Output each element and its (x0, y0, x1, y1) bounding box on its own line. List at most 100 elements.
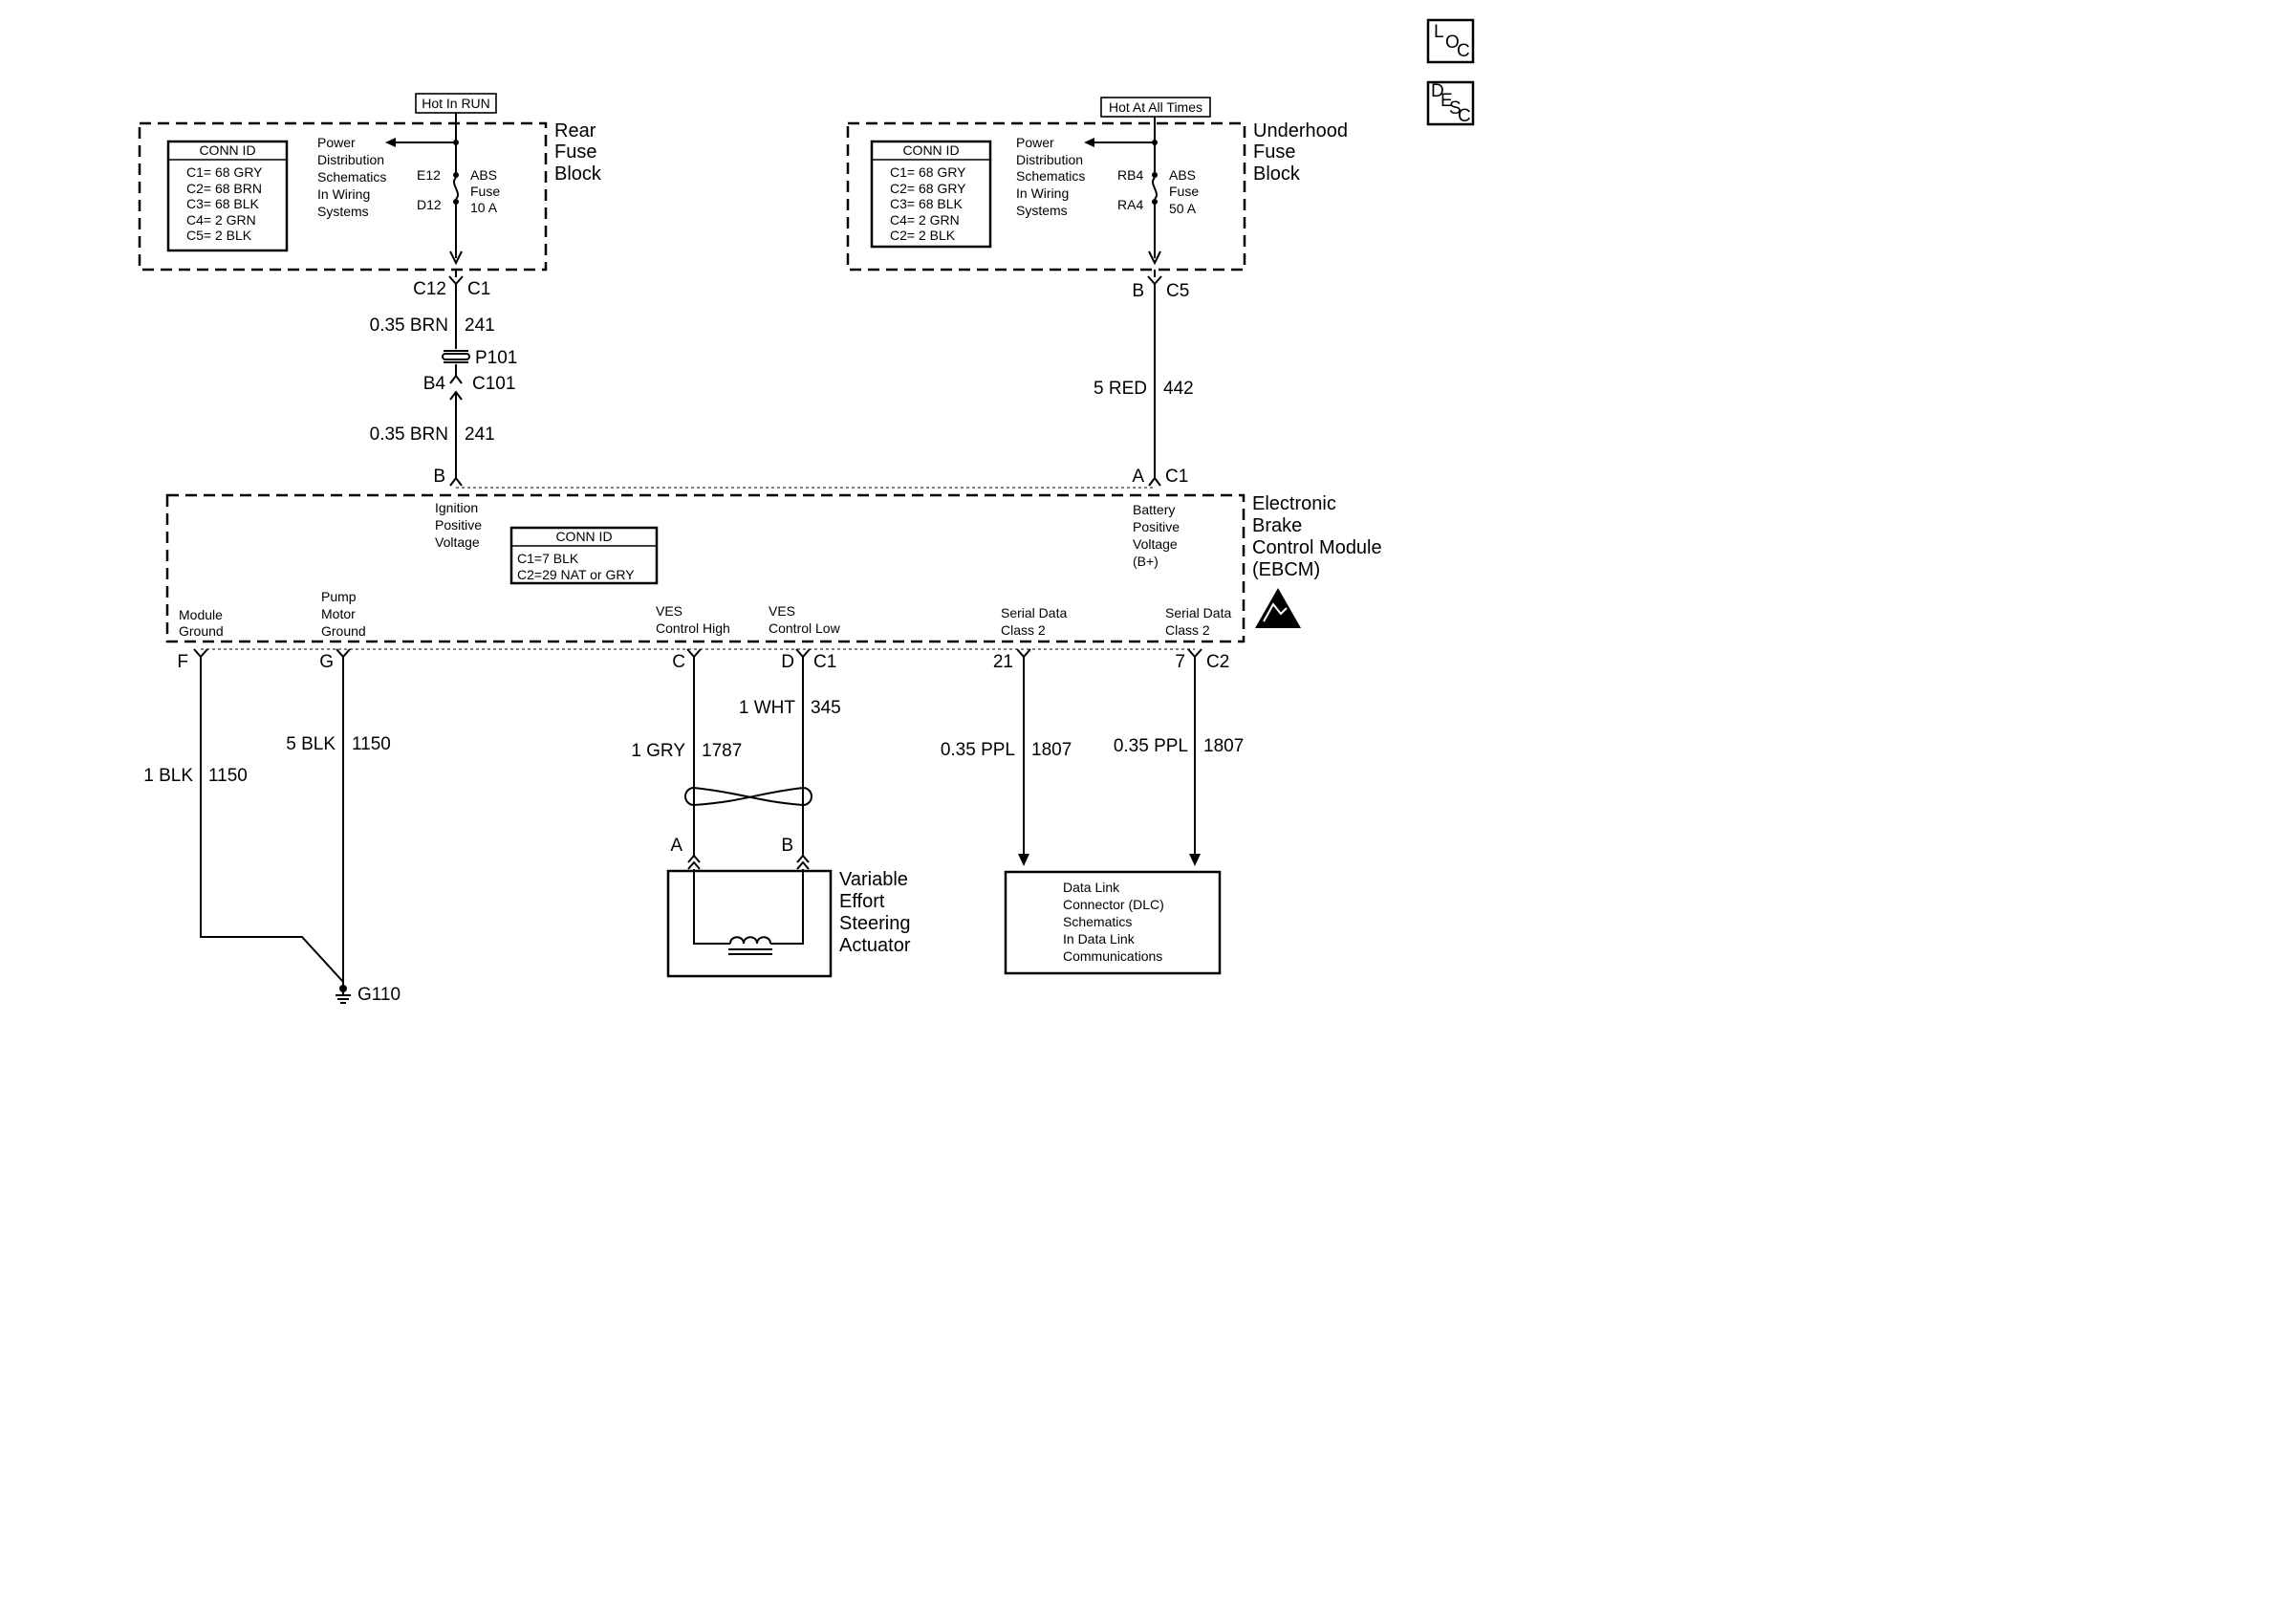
ebcm-ignition-label: Ignition (435, 500, 478, 515)
ebcm-title-1: Electronic (1252, 493, 1336, 514)
circuit-1150-label: 1150 (208, 766, 248, 786)
rear-conn-id-table: CONN ID C1= 68 GRY C2= 68 BRN C3= 68 BLK… (166, 140, 289, 252)
circuit-1807-label: 1807 (1031, 740, 1072, 760)
wire-5-blk-label: 5 BLK (286, 734, 336, 754)
actuator-title: Variable (839, 869, 908, 890)
wire-1-wht-label: 1 WHT (739, 698, 796, 718)
pin-7-label: 7 (1175, 652, 1185, 672)
wire-1-gry-label: 1 GRY (631, 741, 685, 761)
rear-abs-fuse-icon (453, 177, 459, 200)
loc-letter-o: O (1445, 33, 1460, 53)
desc-letter-c: C (1458, 106, 1471, 126)
ebcm-pin-label-pump-ground: Motor (321, 606, 356, 621)
dlc-schematics-link[interactable]: Data Link Connector (DLC) Schematics In … (1004, 870, 1222, 975)
ebcm-pin-label-ves-low: Control Low (769, 620, 841, 636)
ebcm-ignition-label: Positive (435, 517, 482, 533)
circuit-1150-label: 1150 (352, 734, 391, 754)
dlc-text-line: Communications (1063, 948, 1162, 964)
desc-button[interactable]: D E S C (1426, 80, 1475, 126)
batt-conn-left: B (1132, 281, 1144, 301)
ebcm-title-3: Control Module (1252, 537, 1382, 558)
ground-g110-label: G110 (357, 985, 401, 1005)
actuator-title: Steering (839, 913, 911, 934)
ebcm-pin-label-module-ground: Module (179, 607, 223, 622)
connector-c1-terminal-icon (448, 275, 464, 286)
underhood-power-distribution-link[interactable]: Power Distribution Schematics In Wiring … (1016, 135, 1085, 218)
desc-letter-s: S (1449, 98, 1462, 119)
underhood-fuse-label: ABS (1169, 167, 1196, 183)
loc-button[interactable]: L O C (1426, 18, 1475, 64)
pin-d-label: D (781, 652, 794, 672)
batt-wire: 5 RED (1094, 379, 1147, 399)
esd-warning-icon (1255, 588, 1301, 628)
ebcm-title-2: Brake (1252, 515, 1302, 536)
rear-fuse-block: Hot In RUN Rear Fuse Block CONN ID C1= 6… (138, 93, 602, 272)
actuator-title: Effort (839, 891, 885, 912)
rear-conn-id-row: C1= 68 GRY (186, 164, 263, 180)
rear-fuse-block-title-3: Block (554, 163, 602, 185)
desc-letter-e: E (1440, 91, 1453, 111)
wire-0-35-ppl-label: 0.35 PPL (941, 740, 1015, 760)
underhood-power-arrow-icon (1084, 138, 1094, 147)
underhood-power-dist-line: Distribution (1016, 152, 1083, 167)
ebcm-battery-label: Voltage (1133, 536, 1178, 552)
ebcm-pin-label-ves-high: VES (656, 603, 682, 619)
solenoid-coil-icon (728, 936, 772, 955)
ebcm-ignition-label: Voltage (435, 534, 480, 550)
connector-c101-icon (449, 374, 463, 384)
rear-hot-label: Hot In RUN (422, 96, 490, 111)
rear-power-distribution-link[interactable]: Power Distribution Schematics In Wiring … (317, 135, 386, 219)
circuit-ves-control: C D C1 1 WHT 345 1 GRY 1787 A B (631, 648, 841, 870)
variable-effort-steering-actuator: Variable Effort Steering Actuator (666, 869, 911, 978)
rear-conn-id-row: C3= 68 BLK (186, 196, 260, 211)
battery-circuit: B C5 5 RED 442 A C1 (1094, 270, 1194, 487)
pin-21-label: 21 (993, 652, 1013, 672)
ebcm-conn-id-row: C1=7 BLK (517, 551, 579, 566)
wiring-schematic: L O C D E S C Hot In RUN Rear Fuse Block… (138, 18, 1475, 1005)
ebcm-title-4: (EBCM) (1252, 559, 1320, 580)
rear-power-dist-line: In Wiring (317, 186, 370, 202)
underhood-conn-id-row: C4= 2 GRN (890, 212, 960, 228)
underhood-conn-id-row: C1= 68 GRY (890, 164, 966, 180)
arrow-down-icon (1189, 854, 1201, 866)
ign-conn-left: C12 (413, 279, 446, 299)
underhood-fuse-block-title-2: Fuse (1253, 141, 1295, 163)
underhood-fuse-block-title-3: Block (1253, 163, 1301, 185)
underhood-fuse-label: Fuse (1169, 184, 1199, 199)
connector-c5-terminal-icon (1147, 275, 1162, 286)
underhood-fuse-label: 50 A (1169, 201, 1197, 216)
underhood-hot-label: Hot At All Times (1109, 99, 1202, 115)
ign-circuit-lower: 241 (465, 424, 495, 445)
ign-wire-upper: 0.35 BRN (370, 315, 448, 336)
circuit-serial-data-21: 21 0.35 PPL 1807 (941, 648, 1072, 866)
ign-inline-pin: B4 (423, 374, 446, 394)
ebcm-pin-label-serial-data-21: Class 2 (1001, 622, 1046, 638)
underhood-conn-id-row: C2= 2 BLK (890, 228, 956, 243)
rear-conn-id-row: C2= 68 BRN (186, 181, 262, 196)
ignition-circuit: C12 C1 0.35 BRN 241 P101 B4 C101 0.35 BR… (370, 270, 517, 487)
underhood-power-dist-line: Schematics (1016, 168, 1085, 184)
ebcm-pin-label-pump-ground: Pump (321, 589, 357, 604)
underhood-conn-id-row: C3= 68 BLK (890, 196, 964, 211)
desc-letter-d: D (1431, 81, 1444, 101)
ebcm-module: Electronic Brake Control Module (EBCM) I… (165, 487, 1382, 650)
dlc-text-line: Data Link (1063, 880, 1120, 895)
loc-letter-c: C (1457, 41, 1470, 61)
dlc-text-line: Schematics (1063, 914, 1132, 929)
ign-inline-conn: C101 (472, 374, 515, 394)
actuator-pin-b: B (781, 836, 793, 856)
rear-fuse-label: ABS (470, 167, 497, 183)
ebcm-pin-label-serial-data-7: Class 2 (1165, 622, 1210, 638)
rear-power-dist-line: Systems (317, 204, 369, 219)
ign-wire-lower: 0.35 BRN (370, 424, 448, 445)
pin-f-label: F (177, 652, 188, 672)
wire-0-35-ppl-label: 0.35 PPL (1114, 736, 1188, 756)
ebcm-pin-label-pump-ground: Ground (321, 623, 366, 639)
ebcm-battery-label: (B+) (1133, 554, 1159, 569)
rear-conn-id-row: C4= 2 GRN (186, 212, 256, 228)
ground-icon (336, 992, 351, 1004)
ebcm-conn-id-row: C2=29 NAT or GRY (517, 567, 635, 582)
ground-g110: G110 (336, 985, 401, 1005)
underhood-power-dist-line: In Wiring (1016, 185, 1069, 201)
underhood-terminal-top: RB4 (1117, 167, 1143, 183)
